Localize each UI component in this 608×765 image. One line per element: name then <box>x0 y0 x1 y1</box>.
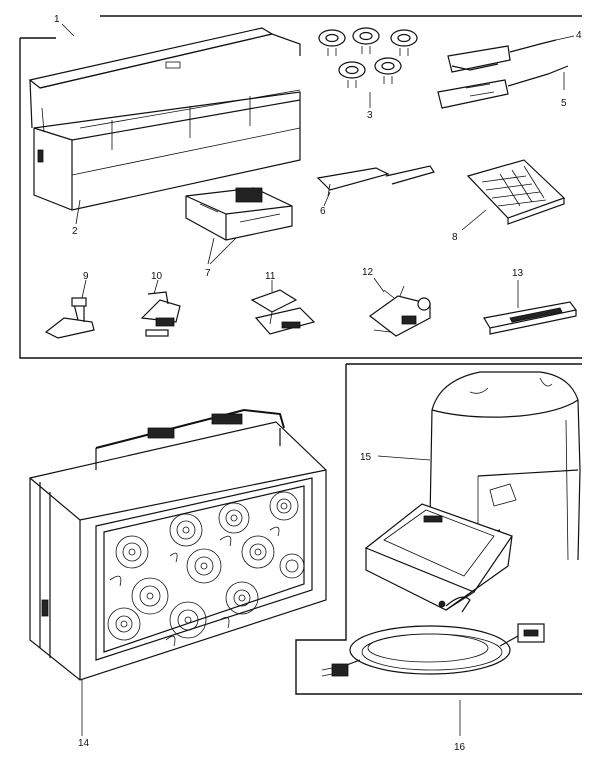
part-label-13: 13 <box>512 268 524 279</box>
part-label-10: 10 <box>151 271 163 282</box>
seam-guide <box>483 301 578 335</box>
foot-control-panel-border <box>295 363 582 695</box>
part-label-8: 8 <box>452 232 458 243</box>
presser-foot-12 <box>368 285 431 337</box>
part-label-9: 9 <box>83 271 89 282</box>
presser-foot-9 <box>44 297 95 339</box>
part-label-4: 4 <box>576 30 582 41</box>
part-label-11: 11 <box>265 271 276 282</box>
buttonhole-attachment <box>185 187 293 241</box>
screwdrivers <box>437 39 569 109</box>
part-label-16: 16 <box>454 742 466 753</box>
bobbins <box>318 27 418 88</box>
part-label-15: 15 <box>360 452 372 463</box>
accessory-box <box>28 27 301 211</box>
rose-pattern <box>107 491 305 647</box>
part-label-6: 6 <box>320 206 326 217</box>
part-label-12: 12 <box>362 267 374 278</box>
seam-ripper <box>316 165 435 197</box>
part-label-1: 1 <box>54 14 60 25</box>
carrying-case <box>29 408 327 681</box>
part-label-7: 7 <box>205 268 211 279</box>
part-label-2: 2 <box>72 226 78 237</box>
foot-control <box>364 503 513 611</box>
presser-foot-11 <box>250 289 316 335</box>
part-label-5: 5 <box>561 98 567 109</box>
accessories-panel-border <box>19 15 582 359</box>
part-label-3: 3 <box>367 110 373 121</box>
part-label-14: 14 <box>78 738 90 749</box>
presser-foot-10 <box>140 291 181 337</box>
power-cord <box>321 596 545 677</box>
needle-pack <box>466 159 566 225</box>
